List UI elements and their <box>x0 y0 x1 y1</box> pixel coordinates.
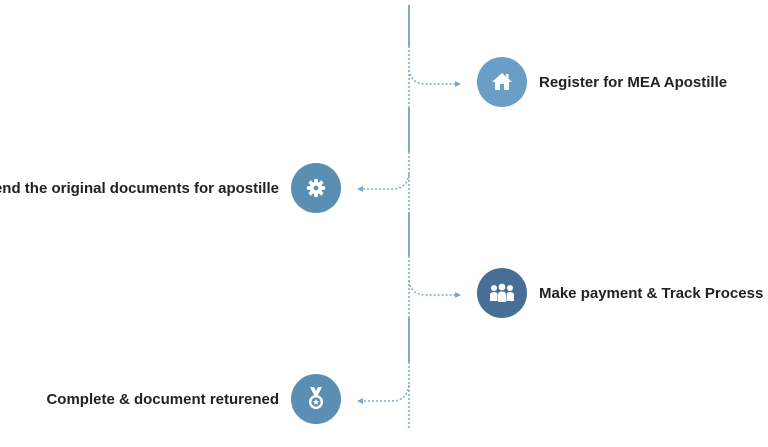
connector-step-1 <box>408 69 456 85</box>
step-1-node <box>477 57 527 107</box>
connector-arrow-step-4 <box>357 398 363 404</box>
connector-arrow-step-2 <box>357 186 363 192</box>
step-2-node <box>291 163 341 213</box>
connector-arrow-step-1 <box>455 81 461 87</box>
connector-arrow-step-3 <box>455 292 461 298</box>
step-3-node <box>477 268 527 318</box>
connector-step-4 <box>362 384 410 402</box>
connector-step-3 <box>408 280 456 296</box>
connector-step-2 <box>362 173 410 190</box>
step-4-node <box>291 374 341 424</box>
step-1-label: Register for MEA Apostille <box>539 74 728 91</box>
gear-icon <box>306 178 326 198</box>
home-icon <box>492 73 512 90</box>
step-3-label: Make payment & Track Process <box>539 285 764 302</box>
medal-icon <box>309 387 323 409</box>
group-icon <box>490 283 514 302</box>
step-2-label: Send the original documents for apostill… <box>0 180 279 197</box>
step-4-label: Complete & document returened <box>46 391 279 408</box>
